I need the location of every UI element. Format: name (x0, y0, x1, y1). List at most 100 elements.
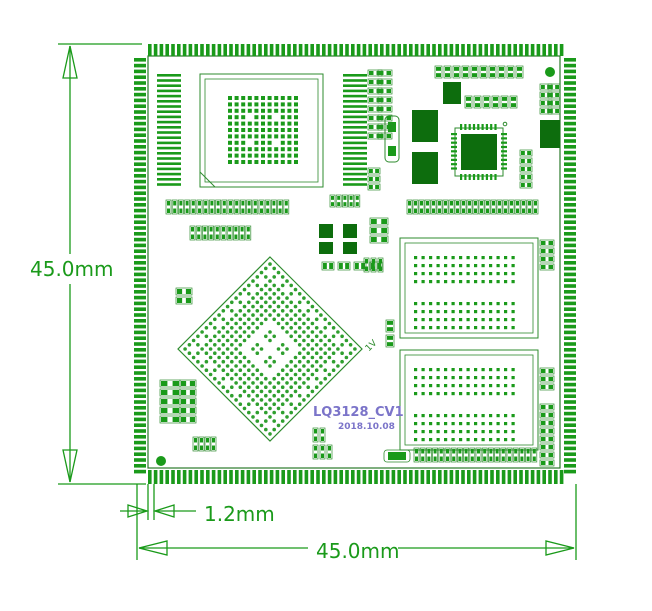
edge-pad-right (564, 417, 576, 422)
flash-pin-right (343, 120, 367, 124)
ddr-ball (444, 384, 448, 388)
pmic-pin (501, 158, 507, 161)
pmic-pin (501, 145, 507, 149)
ddr-ball (474, 280, 478, 284)
edge-pad-right (564, 63, 576, 68)
ddr-ball (429, 256, 433, 260)
edge-pad-top (211, 44, 216, 56)
edge-pad-bottom (507, 470, 512, 484)
soc-ball (234, 338, 238, 343)
edge-pad-top (484, 44, 488, 56)
passive-outline (472, 199, 479, 215)
pmic-pin (490, 124, 493, 130)
flash-ball (287, 102, 292, 107)
flash-ball (261, 134, 265, 139)
soc-ball (242, 338, 247, 343)
flash-ball (287, 134, 292, 139)
passive-pad (343, 196, 347, 200)
soc-ball (251, 304, 255, 309)
passive-pad (349, 196, 353, 200)
crystal-pad (388, 146, 396, 156)
soc-ball (289, 410, 294, 415)
soc-ball (221, 309, 226, 313)
passive-pad (555, 109, 559, 113)
ddr-ball (429, 272, 433, 276)
flash-ball (254, 108, 259, 113)
passive-pad (379, 259, 382, 264)
edge-pad-top (206, 44, 210, 56)
soc-ball (208, 321, 213, 326)
edge-pad-left (134, 139, 146, 143)
edge-pad-top (513, 44, 517, 56)
edge-pad-top (356, 44, 361, 56)
ddr-ball (421, 318, 425, 322)
passive-pad (541, 413, 546, 417)
passive-outline (179, 388, 197, 397)
ddr-ball (436, 264, 440, 268)
soc-ball (289, 393, 294, 398)
passive-outline (515, 65, 524, 79)
passive-pad (369, 116, 374, 120)
pmic-pin (451, 137, 457, 140)
flash-ball (267, 160, 272, 164)
ddr-ball (436, 318, 440, 322)
edge-pad-bottom (281, 470, 285, 484)
passive-pad (222, 227, 225, 232)
soc-ball (344, 338, 349, 343)
ddr-ball (444, 318, 448, 322)
passive-pad (172, 390, 179, 395)
passive-pad (376, 134, 381, 138)
passive-outline (539, 435, 555, 443)
edge-pad-bottom (409, 470, 413, 484)
edge-pad-top (339, 44, 343, 56)
passive-pad (191, 234, 194, 239)
passive-outline (165, 199, 172, 215)
flash-ball (234, 160, 239, 164)
passive-outline (377, 69, 393, 77)
edge-pad-left (134, 394, 146, 398)
soc-ball (285, 381, 289, 385)
passive-pad (375, 169, 379, 173)
ddr-ball (429, 280, 433, 284)
passive-outline (488, 65, 497, 79)
passive-pad (329, 263, 333, 269)
edge-pad-right (564, 342, 576, 346)
ddr-ball (504, 422, 508, 426)
soc-ball (293, 355, 298, 360)
passive-pad (379, 125, 384, 129)
passive-pad (414, 201, 417, 206)
ddr-ball (421, 326, 425, 330)
ddr-ball (496, 280, 500, 284)
passive-pad (456, 208, 459, 213)
ddr-ball (511, 264, 515, 268)
edge-pad-bottom (397, 470, 401, 484)
passive-outline (377, 114, 393, 122)
edge-pad-top (275, 44, 280, 56)
soc-ball (280, 368, 285, 373)
edge-pad-right (564, 446, 576, 451)
flash-pin-left (157, 120, 181, 124)
edge-pad-bottom (223, 470, 227, 484)
ddr-ball (504, 376, 508, 380)
soc-ball (327, 372, 332, 377)
soc-ball (276, 313, 281, 317)
soc-ball (268, 381, 272, 385)
passive-outline (484, 199, 491, 215)
soc-ball (319, 330, 323, 334)
height-dimension-label: 45.0mm (30, 257, 114, 281)
soc-ball (230, 300, 234, 305)
edge-pad-right (564, 104, 576, 108)
passive-pad (376, 107, 381, 111)
edge-pad-bottom (182, 470, 187, 484)
soc-ball (225, 355, 230, 360)
soc-ball (289, 359, 294, 364)
flash-ball (234, 96, 239, 100)
soc-ball (323, 343, 328, 347)
passive-outline (367, 183, 381, 191)
soc-ball (306, 359, 311, 364)
edge-pad-right (564, 197, 576, 201)
soc-ball (293, 364, 298, 368)
ddr-ball (504, 392, 508, 396)
passive-outline (184, 199, 190, 215)
passive-outline (539, 443, 555, 451)
